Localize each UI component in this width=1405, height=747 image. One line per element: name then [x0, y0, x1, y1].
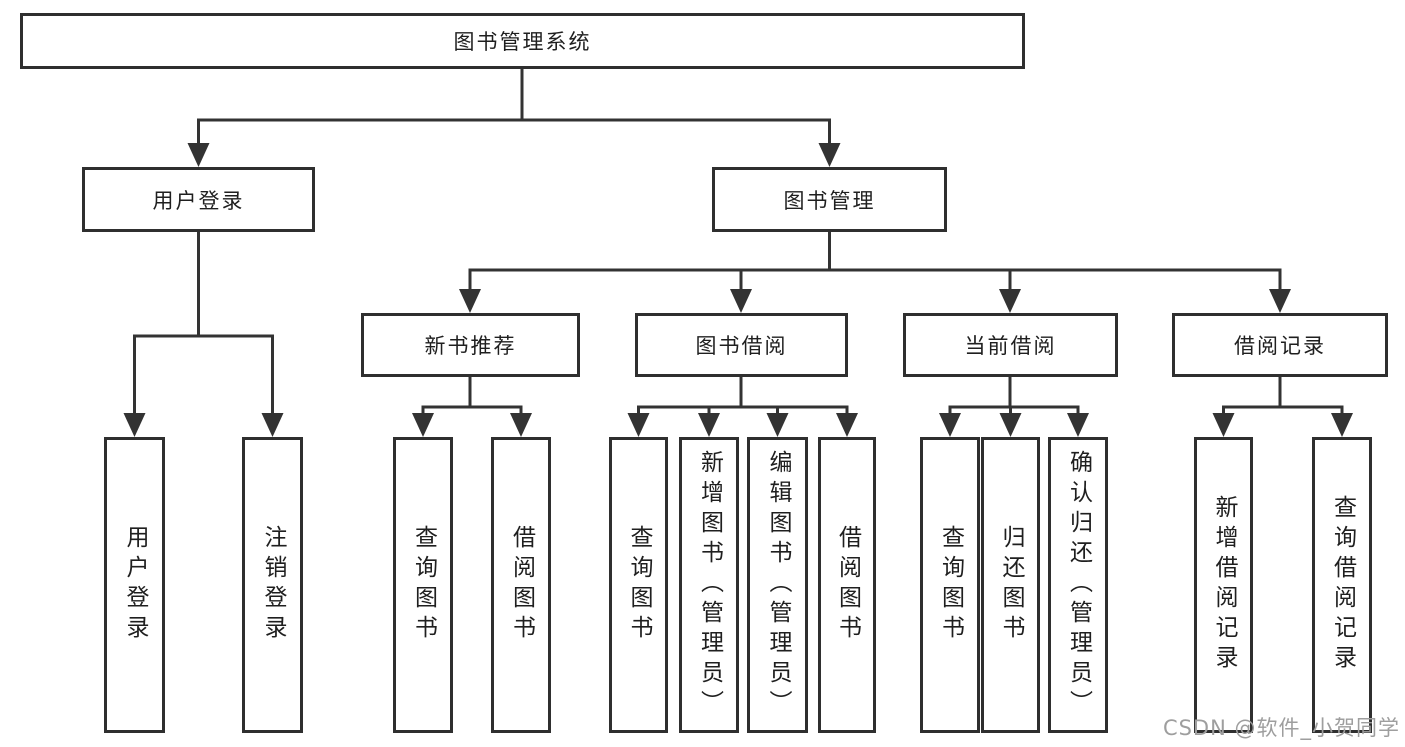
node-leaf-label: 编辑图书（管理员）	[765, 450, 791, 720]
node-leaf-bb-query-book: 查询图书	[609, 437, 668, 733]
arrow-down-icon	[412, 413, 434, 437]
node-root: 图书管理系统	[20, 13, 1025, 69]
connector-line	[1222, 377, 1344, 415]
arrow-down-icon	[1067, 413, 1089, 437]
node-leaf-user-login: 用户登录	[104, 437, 165, 733]
node-leaf-bb-edit-book: 编辑图书（管理员）	[747, 437, 808, 733]
node-leaf-cb-confirm-return: 确认归还（管理员）	[1048, 437, 1108, 733]
node-leaf-label: 借阅图书	[834, 525, 861, 645]
arrow-down-icon	[187, 143, 210, 167]
node-leaf-cb-query-book: 查询图书	[920, 437, 980, 733]
node-leaf-bb-add-book: 新增图书（管理员）	[679, 437, 739, 733]
node-leaf-label: 查询图书	[937, 525, 964, 645]
node-leaf-cb-return-book: 归还图书	[981, 437, 1040, 733]
node-module-borrow-record: 借阅记录	[1172, 313, 1388, 377]
watermark: CSDN @软件_小贺同学	[1162, 716, 1400, 740]
node-leaf-nbr-borrow-book: 借阅图书	[491, 437, 551, 733]
arrow-down-icon	[698, 413, 720, 437]
arrow-down-icon	[459, 289, 481, 313]
arrow-down-icon	[730, 289, 752, 313]
connector-borrow-record-to-leaves	[1212, 377, 1353, 437]
connector-line	[948, 377, 1080, 415]
arrow-down-icon	[939, 413, 961, 437]
connector-current-borrow-to-leaves	[939, 377, 1089, 437]
node-leaf-logout: 注销登录	[242, 437, 303, 733]
arrow-down-icon	[510, 413, 532, 437]
arrow-down-icon	[836, 413, 858, 437]
arrow-down-icon	[261, 413, 284, 437]
arrow-down-icon	[1331, 413, 1353, 437]
connector-user-login-to-leaves	[123, 232, 284, 437]
node-leaf-label: 用户登录	[122, 525, 148, 645]
connector-line	[637, 377, 849, 415]
connector-book-borrow-to-leaves	[627, 377, 858, 437]
node-branch-user-login: 用户登录	[82, 167, 315, 232]
connector-book-management-to-modules	[459, 232, 1291, 313]
connector-new-book-recommend-to-leaves	[412, 377, 532, 437]
node-leaf-label: 查询图书	[410, 525, 437, 645]
node-leaf-br-add-record: 新增借阅记录	[1194, 437, 1253, 733]
node-leaf-label: 确认归还（管理员）	[1065, 450, 1092, 720]
arrow-down-icon	[123, 413, 146, 437]
node-module-current-borrow: 当前借阅	[903, 313, 1118, 377]
arrow-down-icon	[818, 143, 841, 167]
arrow-down-icon	[627, 413, 650, 437]
node-leaf-label: 新增借阅记录	[1211, 495, 1237, 675]
node-leaf-label: 新增图书（管理员）	[696, 450, 723, 720]
arrow-down-icon	[766, 413, 789, 437]
node-leaf-label: 查询借阅记录	[1329, 495, 1356, 675]
arrow-down-icon	[1212, 413, 1235, 437]
connector-root-to-branches	[187, 68, 841, 167]
arrow-down-icon	[999, 289, 1021, 313]
node-leaf-label: 归还图书	[998, 525, 1024, 645]
node-leaf-label: 借阅图书	[508, 525, 535, 645]
node-leaf-br-query-record: 查询借阅记录	[1312, 437, 1372, 733]
node-branch-book-management: 图书管理	[712, 167, 947, 232]
arrow-down-icon	[999, 413, 1022, 437]
connector-line	[468, 232, 1282, 291]
node-module-book-borrow: 图书借阅	[635, 313, 848, 377]
node-leaf-label: 查询图书	[626, 525, 652, 645]
connector-line	[421, 377, 523, 415]
arrow-down-icon	[1269, 289, 1291, 313]
connector-line	[133, 232, 274, 415]
connector-line	[197, 68, 831, 145]
node-leaf-nbr-query-book: 查询图书	[393, 437, 453, 733]
node-module-new-book-recommend: 新书推荐	[361, 313, 580, 377]
node-leaf-label: 注销登录	[260, 525, 286, 645]
node-leaf-bb-borrow-book: 借阅图书	[818, 437, 876, 733]
